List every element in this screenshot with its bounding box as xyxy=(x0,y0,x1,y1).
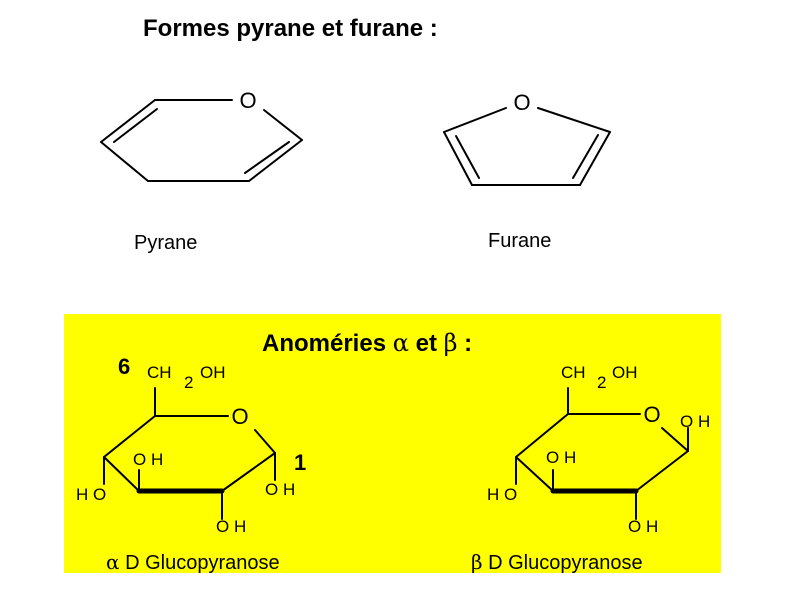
panel-title-colon: : xyxy=(464,330,473,357)
alpha-c1-oh-label: O H xyxy=(265,480,295,499)
beta-c4-ho-label: H O xyxy=(487,485,517,504)
beta-caption-text: D Glucopyranose xyxy=(488,552,643,574)
furan-oxygen-label: O xyxy=(513,90,530,115)
alpha-symbol: α xyxy=(392,329,409,357)
carbon-1-label: 1 xyxy=(294,450,306,475)
beta-ch2-subscript: 2 xyxy=(597,373,606,392)
alpha-c4-ho-label: H O xyxy=(76,485,106,504)
pyran-name: Pyrane xyxy=(134,232,198,254)
carbon-6-label: 6 xyxy=(118,354,130,379)
anomeries-panel xyxy=(64,314,721,573)
beta-caption-symbol: β xyxy=(471,550,483,574)
panel-title-main: Anoméries xyxy=(262,330,387,357)
beta-caption: β D Glucopyranose xyxy=(471,550,643,575)
panel-title: Anoméries α et β : xyxy=(262,329,472,358)
alpha-c2-oh-label: O H xyxy=(216,517,246,536)
beta-ch2-oh-label: OH xyxy=(612,363,638,382)
alpha-c3-oh-label: O H xyxy=(133,450,163,469)
panel-title-conj: et xyxy=(415,330,437,357)
alpha-ring-oxygen-label: O xyxy=(231,404,248,429)
beta-ring-oxygen-label: O xyxy=(643,402,660,427)
alpha-ch2-subscript: 2 xyxy=(184,373,193,392)
beta-symbol: β xyxy=(443,329,458,357)
alpha-caption: α D Glucopyranose xyxy=(106,550,280,575)
alpha-caption-text: D Glucopyranose xyxy=(125,552,280,574)
page-title: Formes pyrane et furane : xyxy=(143,15,438,42)
alpha-ch2-label: CH xyxy=(147,363,172,382)
beta-c2-oh-label: O H xyxy=(628,517,658,536)
alpha-caption-symbol: α xyxy=(106,550,120,574)
alpha-ch2-oh-label: OH xyxy=(200,363,226,382)
pyran-oxygen-label: O xyxy=(239,88,256,113)
beta-ch2-label: CH xyxy=(561,363,586,382)
beta-c1-oh-label: O H xyxy=(680,412,710,431)
beta-c3-oh-label: O H xyxy=(546,448,576,467)
furan-name: Furane xyxy=(488,230,552,252)
